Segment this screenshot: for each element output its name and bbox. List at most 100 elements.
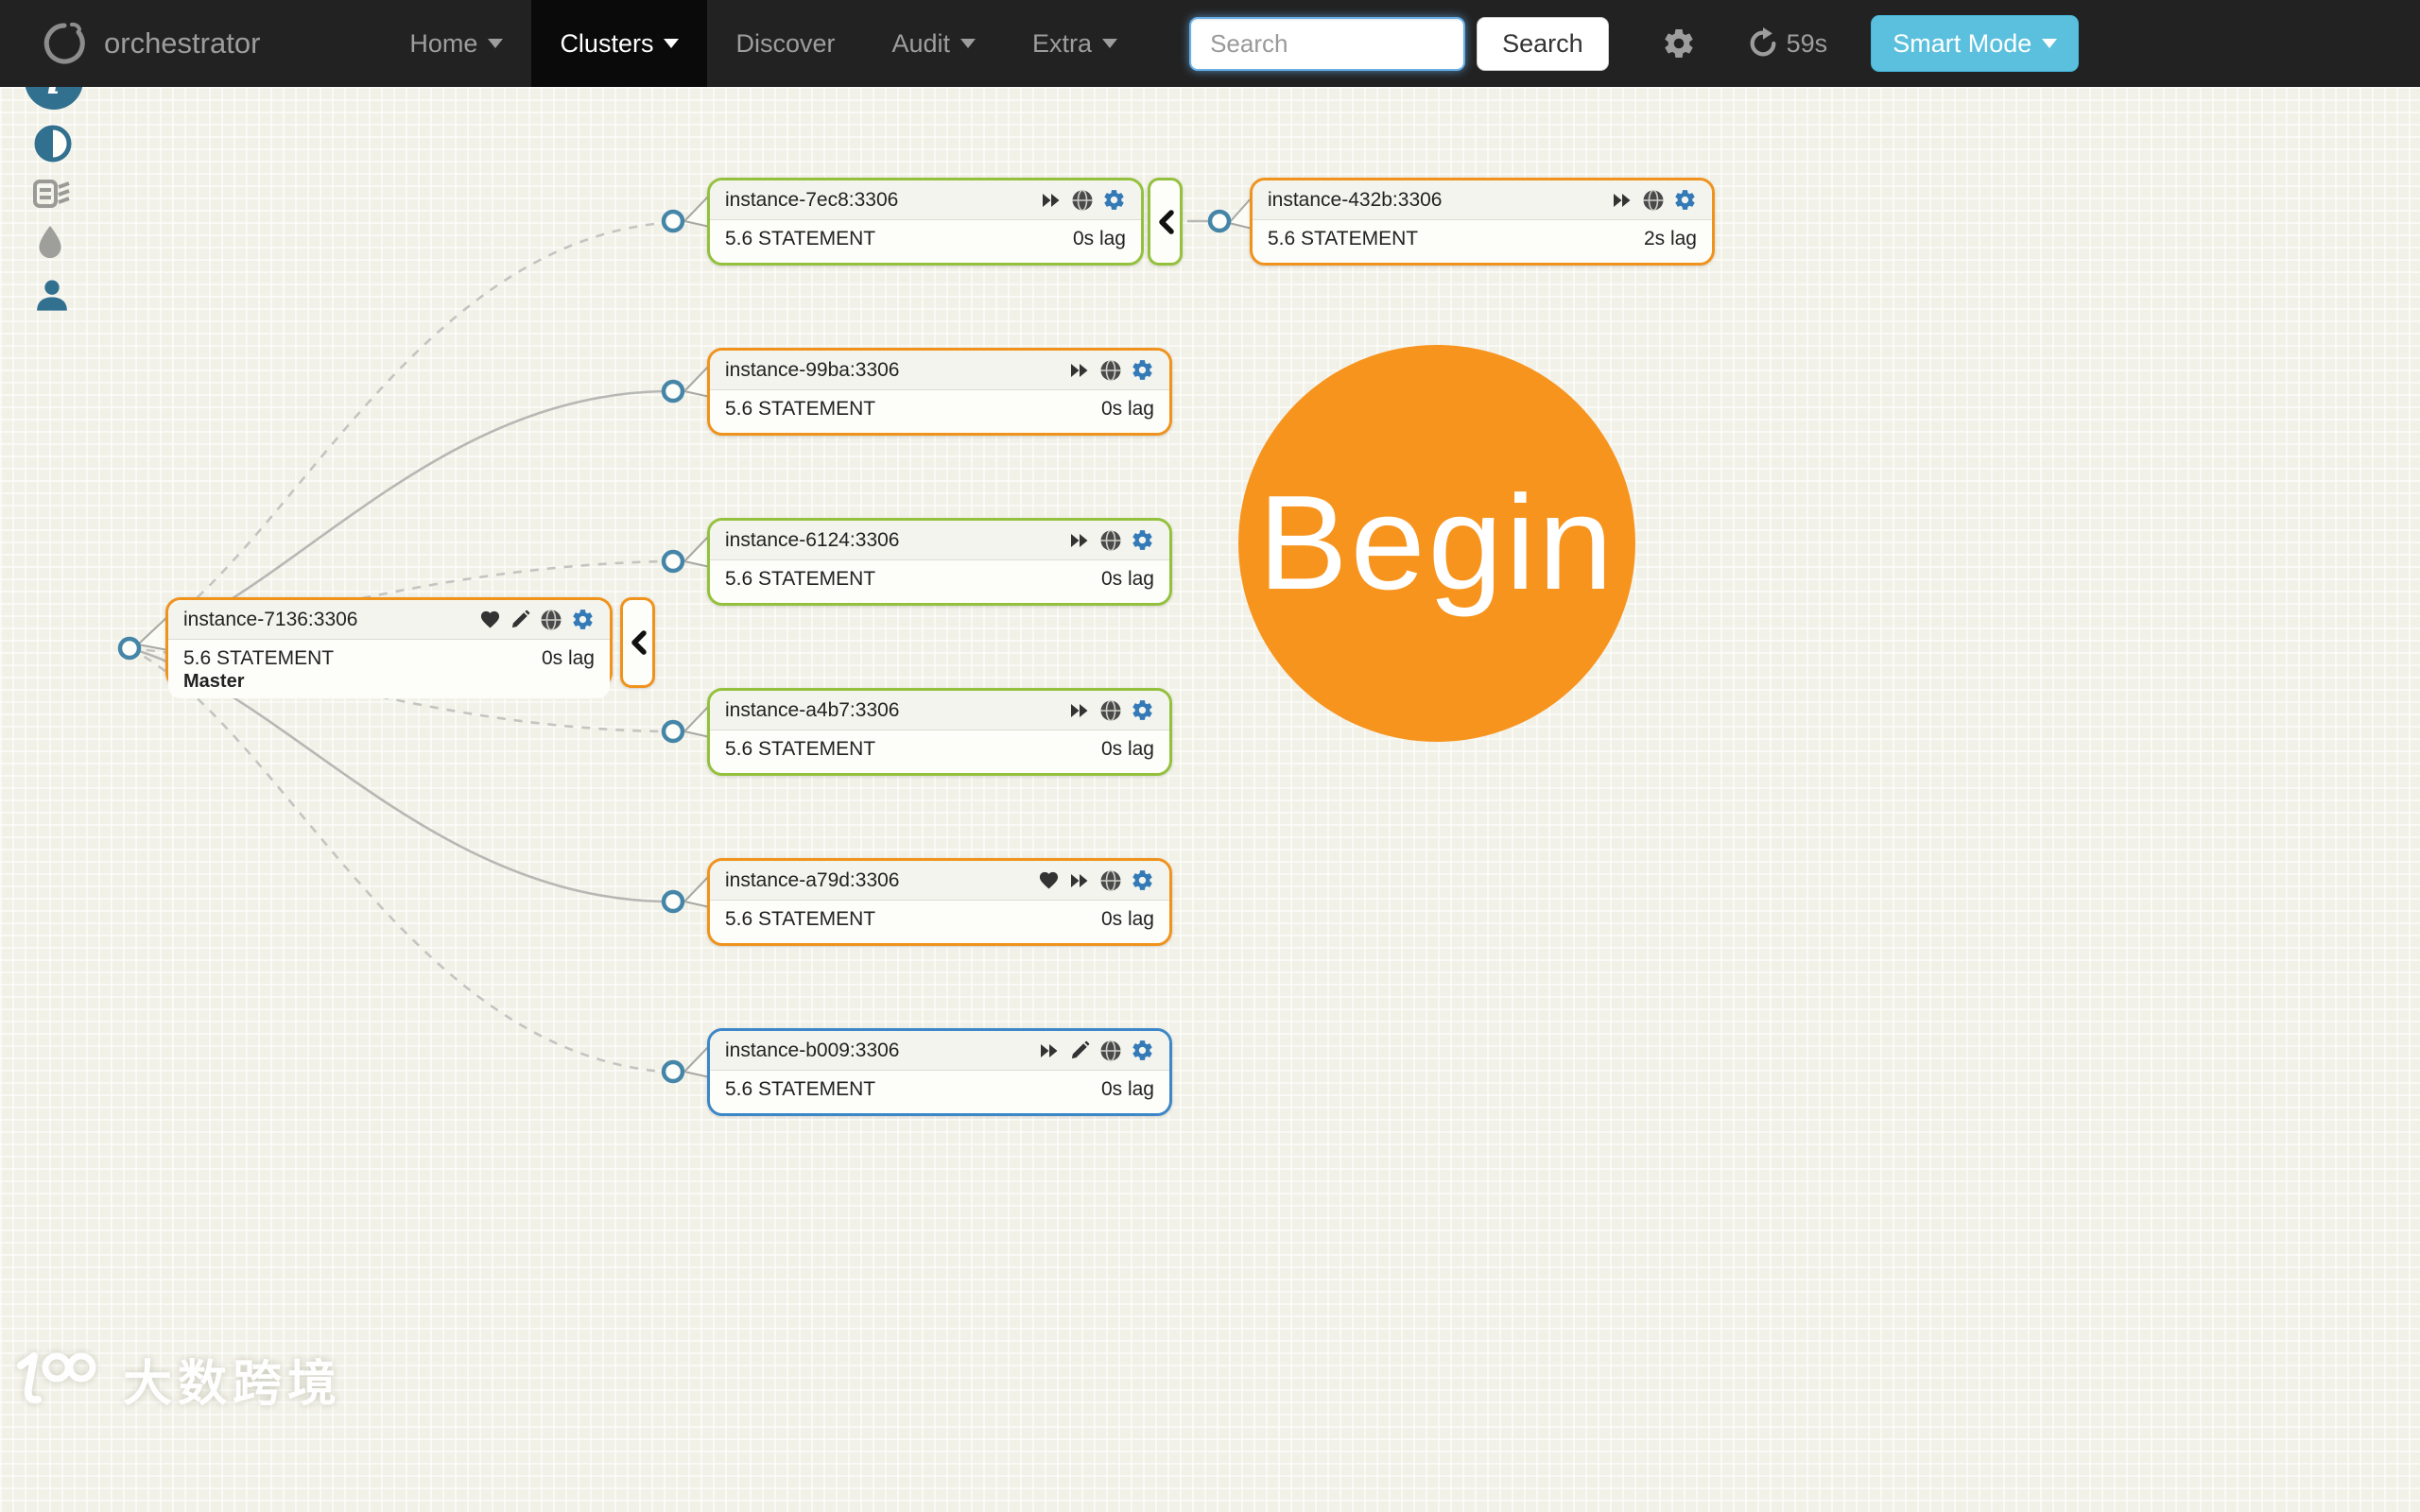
nav-item-discover[interactable]: Discover xyxy=(735,28,836,58)
begin-overlay: Begin xyxy=(1238,345,1635,742)
user-icon[interactable] xyxy=(33,276,71,314)
collapse-tab-7ec8[interactable] xyxy=(1148,178,1183,266)
settings-icon[interactable] xyxy=(1131,528,1154,552)
instance-role: Master xyxy=(183,671,245,692)
pencil-icon[interactable] xyxy=(1069,1040,1091,1061)
side-toolbar: i xyxy=(25,51,91,314)
fast-forward-icon[interactable] xyxy=(1068,869,1091,892)
pencil-icon[interactable] xyxy=(510,609,531,630)
navbar: orchestrator Home Clusters Discover Audi… xyxy=(0,0,2420,87)
settings-icon[interactable] xyxy=(1131,868,1154,892)
instance-lag: 0s lag xyxy=(541,647,595,669)
instance-node-master[interactable]: instance-7136:3306 5.6 STATEMENT 0s lag … xyxy=(165,597,613,698)
globe-icon[interactable] xyxy=(1099,699,1122,722)
nav-item-home[interactable]: Home xyxy=(381,0,531,87)
instance-title: instance-a79d:3306 xyxy=(725,868,900,891)
settings-icon[interactable] xyxy=(1102,188,1126,212)
wire-master-7ec8 xyxy=(129,221,664,650)
instance-version: 5.6 STATEMENT xyxy=(725,398,876,420)
globe-icon[interactable] xyxy=(1099,869,1122,892)
instance-lag: 0s lag xyxy=(1100,1078,1154,1100)
callout-master xyxy=(137,615,169,651)
connector-dot-a4b7 xyxy=(661,719,685,744)
chevron-left-icon xyxy=(631,630,647,655)
instance-node-a4b7[interactable]: instance-a4b7:3306 5.6 STATEMENT 0s lag xyxy=(707,688,1172,776)
fast-forward-icon[interactable] xyxy=(1040,189,1063,212)
instance-version: 5.6 STATEMENT xyxy=(725,738,876,760)
main-menu: Home Clusters Discover Audit Extra xyxy=(381,0,1146,87)
instance-node-432b[interactable]: instance-432b:3306 5.6 STATEMENT 2s lag xyxy=(1250,178,1715,266)
contrast-icon[interactable] xyxy=(33,124,73,163)
search-input[interactable] xyxy=(1189,16,1466,71)
smart-mode-button[interactable]: Smart Mode xyxy=(1871,15,2080,72)
instance-title: instance-b009:3306 xyxy=(725,1039,900,1061)
instance-node-6124[interactable]: instance-6124:3306 5.6 STATEMENT 0s lag xyxy=(707,518,1172,606)
nav-item-audit[interactable]: Audit xyxy=(864,0,1005,87)
heart-icon[interactable] xyxy=(1038,869,1060,891)
globe-icon[interactable] xyxy=(1642,189,1665,212)
settings-menu[interactable] xyxy=(1662,26,1696,60)
globe-icon[interactable] xyxy=(1099,359,1122,382)
globe-icon[interactable] xyxy=(1099,529,1122,552)
instance-version: 5.6 STATEMENT xyxy=(725,1078,876,1100)
topology-canvas[interactable] xyxy=(0,87,2420,1512)
nav-item-clusters[interactable]: Clusters xyxy=(531,0,708,87)
fast-forward-icon[interactable] xyxy=(1068,699,1091,722)
instance-node-99ba[interactable]: instance-99ba:3306 5.6 STATEMENT 0s lag xyxy=(707,348,1172,436)
globe-icon[interactable] xyxy=(1099,1040,1122,1062)
settings-icon[interactable] xyxy=(571,608,595,631)
nav-item-extra[interactable]: Extra xyxy=(1004,0,1146,87)
instance-lag: 0s lag xyxy=(1100,568,1154,590)
brand[interactable]: orchestrator xyxy=(40,19,260,68)
connector-dot-b009 xyxy=(661,1059,685,1084)
watermark-logo-icon xyxy=(17,1351,96,1403)
topology-wires xyxy=(117,194,1253,1084)
chevron-down-icon xyxy=(2042,39,2058,48)
callout-a4b7 xyxy=(683,704,711,738)
connector-dot-master xyxy=(117,636,142,661)
callout-b009 xyxy=(683,1044,711,1078)
settings-icon[interactable] xyxy=(1131,358,1154,382)
refresh-countdown[interactable]: 59s xyxy=(1747,27,1828,60)
globe-icon[interactable] xyxy=(1071,189,1094,212)
instance-version: 5.6 STATEMENT xyxy=(183,647,335,669)
instance-lag: 0s lag xyxy=(1100,738,1154,760)
connector-dot-a79d xyxy=(661,889,685,914)
instance-version: 5.6 STATEMENT xyxy=(725,568,876,590)
orchestrator-logo-icon xyxy=(43,22,85,64)
callout-a79d xyxy=(683,874,711,908)
brand-title: orchestrator xyxy=(104,26,261,60)
instance-node-a79d[interactable]: instance-a79d:3306 5.6 STATEMENT 0s lag xyxy=(707,858,1172,946)
search-form: Search xyxy=(1189,16,1609,71)
fast-forward-icon[interactable] xyxy=(1068,529,1091,552)
connector-dot-7ec8 xyxy=(661,209,685,233)
instance-node-b009[interactable]: instance-b009:3306 5.6 STATEMENT 0s lag xyxy=(707,1028,1172,1116)
collapse-tab-master[interactable] xyxy=(620,597,655,688)
settings-icon[interactable] xyxy=(1131,698,1154,722)
instance-lag: 0s lag xyxy=(1100,908,1154,930)
instance-title: instance-99ba:3306 xyxy=(725,358,900,381)
connector-dot-7ec8-right xyxy=(1207,209,1232,233)
heart-icon[interactable] xyxy=(479,609,501,630)
settings-icon[interactable] xyxy=(1673,188,1697,212)
instance-version: 5.6 STATEMENT xyxy=(725,228,876,249)
instance-title: instance-6124:3306 xyxy=(725,528,900,551)
settings-icon[interactable] xyxy=(1131,1039,1154,1062)
droplet-icon[interactable] xyxy=(33,224,67,262)
wire-master-b009 xyxy=(129,646,664,1074)
instance-version: 5.6 STATEMENT xyxy=(1268,228,1419,249)
search-button[interactable]: Search xyxy=(1477,16,1609,71)
refresh-icon xyxy=(1750,27,1776,57)
fast-forward-icon[interactable] xyxy=(1038,1040,1061,1062)
instance-node-7ec8[interactable]: instance-7ec8:3306 5.6 STATEMENT 0s lag xyxy=(707,178,1144,266)
instance-lag: 0s lag xyxy=(1100,398,1154,420)
watermark: 大数跨境 xyxy=(15,1344,342,1415)
fast-forward-icon[interactable] xyxy=(1611,189,1634,212)
refresh-seconds: 59s xyxy=(1786,28,1828,58)
fast-forward-icon[interactable] xyxy=(1068,359,1091,382)
globe-icon[interactable] xyxy=(540,609,562,631)
chevron-left-icon xyxy=(1158,209,1174,234)
compact-display-icon[interactable] xyxy=(33,178,71,210)
instance-title: instance-a4b7:3306 xyxy=(725,698,900,721)
chevron-down-icon xyxy=(1102,39,1118,48)
